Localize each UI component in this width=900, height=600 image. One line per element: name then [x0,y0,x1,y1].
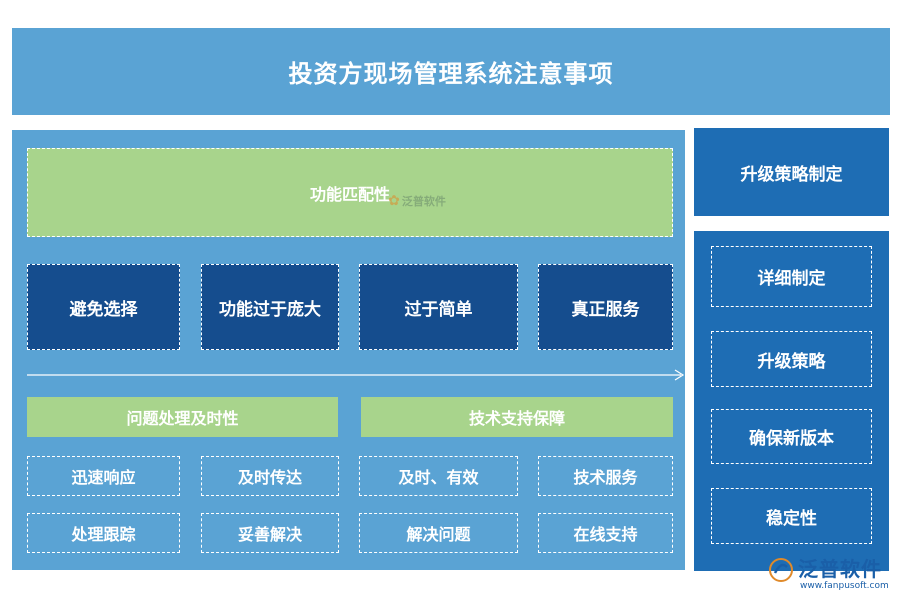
fanpu-logo-icon: ✿ [388,193,400,209]
item-avoid-choice: 避免选择 [27,264,180,350]
item-solve-problem: 解决问题 [359,513,518,553]
watermark-logo: 泛普软件 www.fanpusoft.com [764,553,894,597]
right-item-detailed: 详细制定 [711,246,872,307]
right-item-upgrade: 升级策略 [711,331,872,387]
watermark-center: ✿ 泛普软件 [372,188,462,214]
right-panel [694,231,889,571]
section-header-tech-support: 技术支持保障 [361,397,673,437]
item-proper-resolve: 妥善解决 [201,513,339,553]
item-timely-effective: 及时、有效 [359,456,518,496]
section-header-timeliness: 问题处理及时性 [27,397,338,437]
upgrade-strategy-header: 升级策略制定 [694,128,889,216]
logo-text: 泛普软件 [798,557,882,581]
item-online-support: 在线支持 [538,513,673,553]
item-process-tracking: 处理跟踪 [27,513,180,553]
item-too-simple: 过于简单 [359,264,518,350]
page-title: 投资方现场管理系统注意事项 [12,28,890,115]
item-tech-service: 技术服务 [538,456,673,496]
right-item-new-version: 确保新版本 [711,409,872,464]
right-item-stability: 稳定性 [711,488,872,544]
item-too-large: 功能过于庞大 [201,264,339,350]
fanpu-brand-icon [769,558,793,582]
item-real-service: 真正服务 [538,264,673,350]
function-matching-banner: 功能匹配性 [27,148,673,237]
item-quick-response: 迅速响应 [27,456,180,496]
watermark-center-text: 泛普软件 [401,195,446,208]
logo-url: www.fanpusoft.com [800,581,889,591]
item-timely-transmit: 及时传达 [201,456,339,496]
arrow-line [27,369,685,381]
